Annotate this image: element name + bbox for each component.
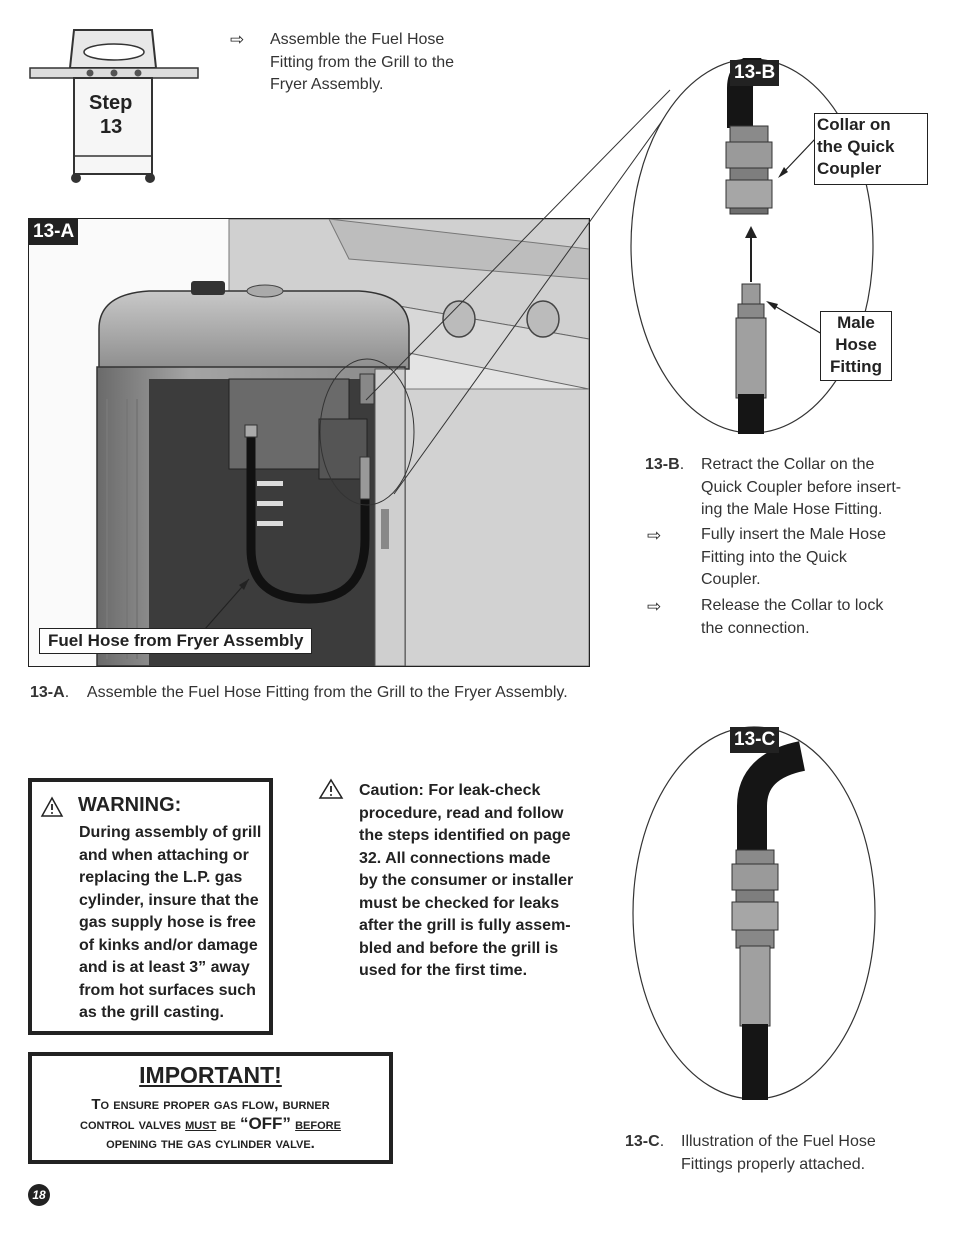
figure-13b: 13-B bbox=[630, 53, 874, 434]
quick-coupler-illustration bbox=[630, 53, 874, 434]
important-word: before bbox=[295, 1116, 341, 1133]
caption-13a-id: 13-A bbox=[30, 684, 65, 701]
step-line: Release the Collar to lock bbox=[701, 597, 884, 614]
step-line: ing the Male Hose Fitting. bbox=[701, 501, 883, 518]
step-line: the connection. bbox=[701, 619, 810, 637]
important-word: must bbox=[185, 1116, 217, 1133]
caption-13b-id: 13-B. bbox=[645, 456, 685, 473]
important-title: IMPORTANT! bbox=[139, 1062, 282, 1088]
collar-callout-line: Collar on bbox=[817, 115, 891, 134]
figure-13c: 13-C bbox=[632, 726, 876, 1100]
grill-thumbnail-icon bbox=[29, 29, 199, 183]
male-callout-line: Fitting bbox=[830, 357, 882, 376]
arrow-bullet-icon: ⇨ bbox=[230, 30, 245, 50]
caution-line: must be checked for leaks bbox=[359, 894, 560, 912]
intro-text: Assemble the Fuel Hose Fitting from the … bbox=[270, 29, 490, 97]
caution-triangle-icon bbox=[318, 778, 344, 799]
fryer-assembly-illustration bbox=[96, 219, 589, 666]
caution-line: bled and before the grill is bbox=[359, 939, 559, 957]
caution-line: Caution: For leak-check bbox=[359, 782, 541, 799]
warning-title: WARNING: bbox=[78, 794, 182, 816]
caution-text: Caution: For leak-check procedure, read … bbox=[359, 780, 579, 983]
warning-triangle-icon bbox=[40, 796, 64, 817]
caution-line: 32. All connections made bbox=[359, 849, 551, 867]
caution-line: used for the first time. bbox=[359, 962, 528, 979]
step-13b-2: Fully insert the Male Hose Fitting into … bbox=[701, 524, 921, 592]
collar-callout-line: the Quick bbox=[817, 137, 895, 156]
male-callout-line: Male bbox=[837, 313, 875, 332]
page-number-text: 18 bbox=[32, 1188, 46, 1202]
important-word: be bbox=[220, 1116, 236, 1133]
figure-label-13a: 13-A bbox=[29, 219, 79, 245]
step-line: Fitting into the Quick bbox=[701, 548, 847, 566]
collar-callout-line: Coupler bbox=[817, 159, 882, 178]
step-line: Retract the Collar on the bbox=[701, 456, 875, 473]
caution-line: the steps identified on page bbox=[359, 827, 571, 844]
important-line: control valves must be “OFF” before bbox=[32, 1114, 389, 1134]
step-13b-1: Retract the Collar on the Quick Coupler … bbox=[701, 454, 921, 522]
intro-line: Fryer Assembly. bbox=[270, 76, 384, 93]
figure-label-13c: 13-C bbox=[730, 727, 780, 753]
fuel-hose-callout: Fuel Hose from Fryer Assembly bbox=[39, 628, 313, 654]
step-line: Coupler. bbox=[701, 571, 761, 588]
warning-line: gas supply hose is free bbox=[79, 914, 256, 931]
important-line: To ensure proper gas flow, burner bbox=[91, 1096, 330, 1113]
caution-line: procedure, read and follow bbox=[359, 804, 564, 822]
important-line: opening the gas cylinder valve. bbox=[106, 1135, 315, 1152]
step-13b-3: Release the Collar to lock the connectio… bbox=[701, 595, 921, 640]
step-grill-thumbnail: Step 13 bbox=[28, 26, 200, 186]
warning-line: cylinder, insure that the bbox=[79, 891, 259, 909]
caution-line: after the grill is fully assem- bbox=[359, 917, 571, 934]
caption-13c-line: Fittings properly attached. bbox=[681, 1155, 866, 1173]
intro-line: Assemble the Fuel Hose bbox=[270, 31, 445, 48]
caption-13c: Illustration of the Fuel Hose Fittings p… bbox=[681, 1131, 901, 1176]
warning-line: of kinks and/or damage bbox=[79, 936, 258, 954]
step-line: Quick Coupler before insert- bbox=[701, 478, 902, 496]
caption-13a-text: Assemble the Fuel Hose Fitting from the … bbox=[86, 684, 568, 701]
figure-label-13b: 13-B bbox=[730, 60, 780, 86]
caption-13c-id: 13-C. bbox=[625, 1133, 665, 1150]
step-word: Step bbox=[89, 92, 133, 114]
warning-line: from hot surfaces such bbox=[79, 981, 256, 999]
step-line: Fully insert the Male Hose bbox=[701, 526, 886, 543]
page-number: 18 bbox=[28, 1184, 50, 1206]
caption-13b-id-text: 13-B bbox=[645, 456, 680, 473]
collar-callout: Collar on the Quick Coupler bbox=[814, 113, 928, 185]
warning-line: and is at least 3” away bbox=[79, 959, 250, 976]
caption-13c-id-text: 13-C bbox=[625, 1133, 660, 1150]
male-callout-line: Hose bbox=[835, 335, 877, 354]
caption-13a: 13-A. Assemble the Fuel Hose Fitting fro… bbox=[30, 684, 568, 701]
arrow-bullet-icon: ⇨ bbox=[647, 526, 662, 546]
warning-line: and when attaching or bbox=[79, 846, 249, 864]
important-word: “OFF” bbox=[239, 1114, 291, 1133]
warning-line: During assembly of grill bbox=[79, 824, 262, 841]
intro-line: Fitting from the Grill to the bbox=[270, 53, 455, 71]
caption-13c-line: Illustration of the Fuel Hose bbox=[681, 1133, 876, 1150]
step-number: 13 bbox=[100, 116, 123, 138]
attached-fittings-illustration bbox=[632, 726, 876, 1100]
important-box: IMPORTANT! To ensure proper gas flow, bu… bbox=[28, 1052, 393, 1164]
warning-line: replacing the L.P. gas bbox=[79, 869, 243, 886]
warning-line: as the grill casting. bbox=[79, 1004, 224, 1021]
arrow-bullet-icon: ⇨ bbox=[647, 597, 662, 617]
warning-box: WARNING: During assembly of grill and wh… bbox=[28, 778, 273, 1035]
figure-13a: 13-A Fuel Hose from Fryer Assembly bbox=[28, 218, 590, 667]
male-fitting-callout: Male Hose Fitting bbox=[820, 311, 892, 381]
warning-text: During assembly of grill and when attach… bbox=[79, 822, 265, 1025]
caution-line: by the consumer or installer bbox=[359, 872, 574, 889]
important-word: control valves bbox=[80, 1116, 181, 1133]
